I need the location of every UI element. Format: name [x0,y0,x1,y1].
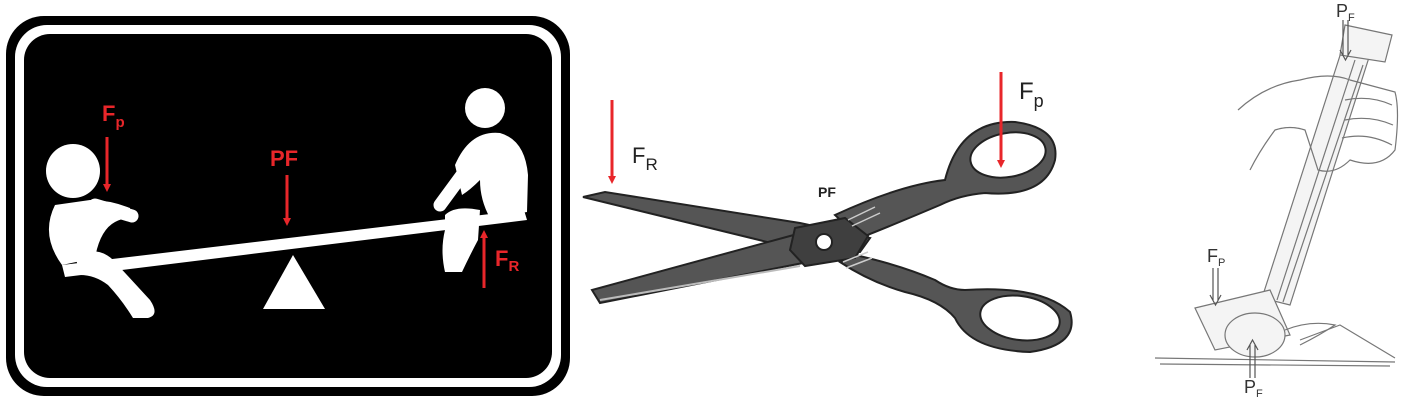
seesaw-plank [62,210,527,277]
seesaw-panel: Fp PF FR [6,16,570,396]
hammer-top-label: PF [1336,1,1355,24]
hammer-handle [1261,39,1373,306]
right-child-figure [433,88,528,272]
hammer-effort-label: FP [1207,246,1225,269]
scissors-lower-finger-hole [979,294,1061,342]
board [1299,324,1396,359]
finger-lines [1341,97,1394,146]
scissors-highlight-lower [842,251,873,269]
scissors-panel: FR PF Fp [582,72,1073,354]
scissors-resistance-label: FR [632,143,658,174]
hammer-panel [1154,20,1399,378]
hammer-claw [1284,322,1337,346]
scissors-pivot-screw [815,233,833,251]
scissors-effort-label: Fp [1019,78,1044,111]
hammer-handle-grain [1276,59,1364,303]
scissors-pivot-label: PF [818,184,836,200]
seesaw-effort-label: Fp [102,101,125,131]
hammer-top-end [1339,24,1393,63]
hammer-bottom-label: PF [1244,377,1263,400]
scissors-lower-blade-edge [599,265,801,301]
left-child-figure [46,144,155,318]
seesaw-pivot-label: PF [270,146,298,171]
hammer-bottom-arrow [1246,338,1259,378]
scissors-upper-finger-hole [969,131,1047,179]
ground-line [1154,357,1396,367]
seesaw-fulcrum [263,255,325,309]
scissors-highlight-upper [847,206,881,227]
hand-sketch [1237,75,1399,172]
hammer-effort-arrow [1209,268,1222,307]
hammer-top-arrow [1339,20,1352,62]
seesaw-resistance-label: FR [495,246,519,275]
